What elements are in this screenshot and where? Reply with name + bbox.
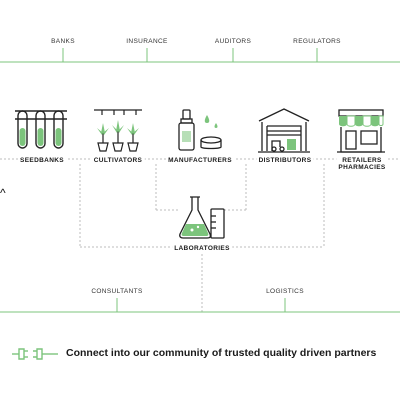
tincture-bottle-icon [178,109,222,151]
warehouse-forklift-icon [258,108,310,153]
partner-label-insurance: INSURANCE [126,38,168,45]
chain-label-manufacturers: MANUFACTURERS [166,157,234,164]
partner-label-auditors: AUDITORS [214,38,252,45]
cannabis-plants-icon [94,109,142,152]
chain-label-retailers: RETAILERS PHARMACIES [336,157,388,171]
test-tubes-icon [15,110,67,149]
lab-label: LABORATORIES [172,245,232,252]
partner-label-consultants: CONSULTANTS [91,288,143,295]
cta-text: Connect into our community of trusted qu… [66,347,377,359]
chain-label-distributors: DISTRIBUTORS [256,157,314,164]
partner-label-banks: BANKS [51,38,75,45]
storefront-icon [337,109,385,153]
partner-label-logistics: LOGISTICS [266,288,304,295]
plug-connector-icon [12,348,58,360]
chain-label-cultivators: CULTIVATORS [91,157,145,164]
lab-flask-icon [179,196,225,239]
partner-label-regulators: REGULATORS [293,38,341,45]
pharmacies-label: PHARMACIES [338,164,386,171]
left-arrow-icon[interactable]: ^ [0,186,6,200]
chain-label-seedbanks: SEEDBANKS [18,157,66,164]
retailers-label: RETAILERS [342,157,382,164]
